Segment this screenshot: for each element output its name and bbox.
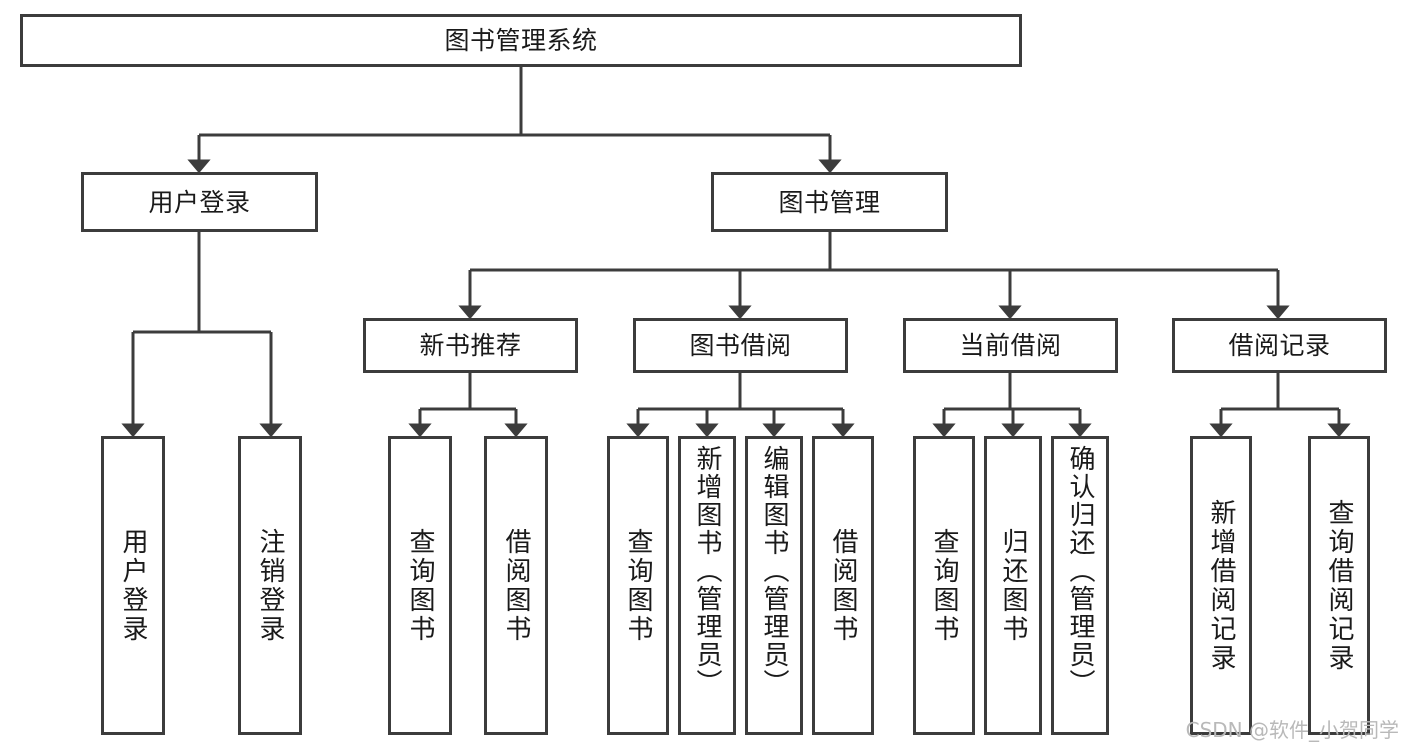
node-leaf-borrow-book-1-label: 借阅图书 <box>501 527 532 644</box>
node-leaf-user-login[interactable]: 用户登录 <box>101 436 165 735</box>
node-leaf-query-book-1[interactable]: 查询图书 <box>388 436 452 735</box>
node-leaf-borrow-book-2[interactable]: 借阅图书 <box>812 436 874 735</box>
node-leaf-add-record-label: 新增借阅记录 <box>1206 498 1237 673</box>
node-current-borrow-label: 当前借阅 <box>959 331 1062 360</box>
node-borrow-record[interactable]: 借阅记录 <box>1172 318 1387 373</box>
node-leaf-borrow-book-1[interactable]: 借阅图书 <box>484 436 548 735</box>
node-leaf-borrow-book-2-label: 借阅图书 <box>828 527 859 644</box>
node-new-book-recommend-label: 新书推荐 <box>419 331 522 360</box>
node-leaf-query-book-2-label: 查询图书 <box>623 527 654 644</box>
node-leaf-add-record[interactable]: 新增借阅记录 <box>1190 436 1252 735</box>
node-leaf-query-book-3[interactable]: 查询图书 <box>913 436 975 735</box>
node-current-borrow[interactable]: 当前借阅 <box>903 318 1118 373</box>
node-leaf-query-book-2[interactable]: 查询图书 <box>607 436 669 735</box>
node-leaf-logout[interactable]: 注销登录 <box>238 436 302 735</box>
node-leaf-return-book-label: 归还图书 <box>998 527 1029 644</box>
node-leaf-add-book[interactable]: 新增图书（管理员） <box>678 436 736 735</box>
node-book-manage[interactable]: 图书管理 <box>711 172 948 232</box>
node-leaf-add-book-label: 新增图书（管理员） <box>692 445 723 697</box>
node-leaf-query-record-label: 查询借阅记录 <box>1324 498 1355 673</box>
node-leaf-query-book-3-label: 查询图书 <box>929 527 960 644</box>
node-user-login-label: 用户登录 <box>148 187 251 217</box>
node-borrow-record-label: 借阅记录 <box>1228 331 1331 360</box>
node-leaf-confirm-return-label: 确认归还（管理员） <box>1065 445 1096 697</box>
node-leaf-edit-book-label: 编辑图书（管理员） <box>759 445 790 697</box>
node-book-manage-label: 图书管理 <box>778 187 881 217</box>
node-leaf-user-login-label: 用户登录 <box>118 527 149 644</box>
node-root-label: 图书管理系统 <box>444 26 598 55</box>
node-user-login[interactable]: 用户登录 <box>81 172 318 232</box>
node-leaf-logout-label: 注销登录 <box>255 527 286 644</box>
node-root[interactable]: 图书管理系统 <box>20 14 1022 67</box>
node-leaf-confirm-return[interactable]: 确认归还（管理员） <box>1051 436 1109 735</box>
node-leaf-return-book[interactable]: 归还图书 <box>984 436 1042 735</box>
node-new-book-recommend[interactable]: 新书推荐 <box>363 318 578 373</box>
node-leaf-query-book-1-label: 查询图书 <box>405 527 436 644</box>
node-leaf-query-record[interactable]: 查询借阅记录 <box>1308 436 1370 735</box>
node-leaf-edit-book[interactable]: 编辑图书（管理员） <box>745 436 803 735</box>
node-book-borrow[interactable]: 图书借阅 <box>633 318 848 373</box>
node-book-borrow-label: 图书借阅 <box>689 331 792 360</box>
